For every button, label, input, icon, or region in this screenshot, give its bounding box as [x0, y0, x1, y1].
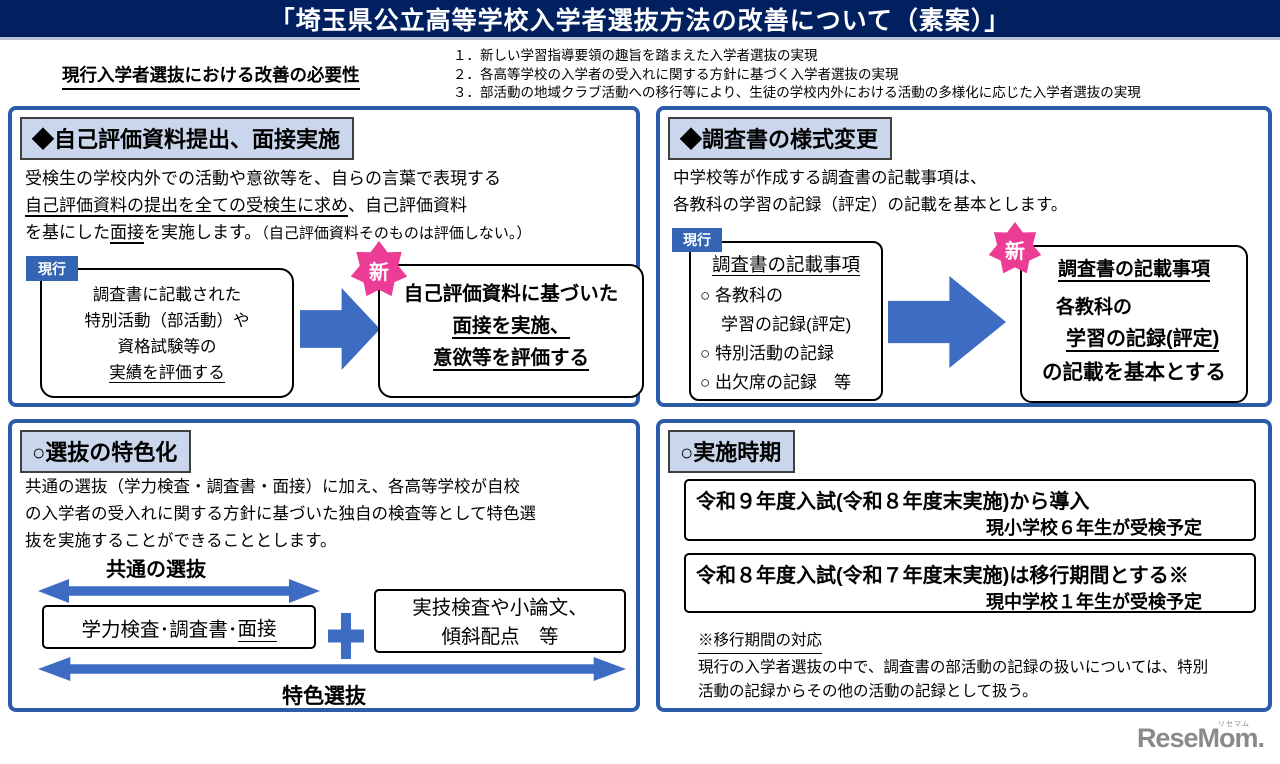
panel-schedule: ○実施時期 令和９年度入試(令和８年度末実施)から導入 現小学校６年生が受検予定… [656, 419, 1272, 712]
intro-heading: 現行入学者選抜における改善の必要性 [62, 62, 360, 90]
resemom-logo: リセマム ReseMom. [1136, 721, 1265, 754]
schedule-box-r8: 令和８年度入試(令和７年度末実施)は移行期間とする※ 現中学校１年生が受検予定 [684, 553, 1256, 613]
intro-point-3: ３．部活動の地域クラブ活動への移行等により、生徒の学校内外における活動の多様化に… [453, 85, 1141, 100]
right-arrow-icon [300, 288, 380, 370]
panel-self-evaluation: ◆自己評価資料提出、面接実施 受検生の学校内外での活動や意欲等を、自らの言葉で表… [8, 106, 644, 407]
panel-report-format: ◆調査書の様式変更 中学校等が作成する調査書の記載事項は、 各教科の学習の記録（… [656, 106, 1272, 407]
logo-text: ReseMom. [1136, 723, 1265, 753]
intro-point-2: ２．各高等学校の入学者の受入れに関する方針に基づく入学者選抜の実現 [453, 66, 899, 82]
current-practice-box: 調査書に記載された 特別活動（部活動）や 資格試験等の 実績を評価する [40, 268, 294, 398]
common-selection-label: 共通の選抜 [106, 559, 206, 581]
intro-point-1: １．新しい学習指導要領の趣旨を踏まえた入学者選抜の実現 [453, 48, 818, 63]
report-format-description: 中学校等が作成する調査書の記載事項は、 各教科の学習の記録（評定）の記載を基本と… [673, 169, 1068, 214]
current-label: 現行 [672, 228, 722, 252]
intro-points: １．新しい学習指導要領の趣旨を踏まえた入学者選抜の実現 ２．各高等学校の入学者の… [453, 47, 1141, 103]
self-evaluation-description: 受検生の学校内外での活動や意欲等を、自らの言葉で表現する 自己評価資料の提出を全… [25, 169, 532, 244]
panel-selection-characteristics: ○選抜の特色化 共通の選抜（学力検査・調査書・面接）に加え、各高等学校が自校 の… [8, 419, 640, 712]
panel-report-format-header: ◆調査書の様式変更 [668, 117, 893, 160]
plus-icon [328, 613, 364, 659]
common-selection-box: 学力検査･調査書･面接 [42, 605, 316, 649]
panel-selection-characteristics-header: ○選抜の特色化 [20, 430, 192, 473]
title-bar: 「埼玉県公立高等学校入学者選抜方法の改善について（素案）」 [0, 0, 1280, 40]
selection-description: 共通の選抜（学力検査・調査書・面接）に加え、各高等学校が自校 の入学者の受入れに… [25, 478, 537, 550]
new-practice-box: 自己評価資料に基づいた 面接を実施、 意欲等を評価する [378, 264, 644, 398]
right-arrow-icon [888, 276, 1006, 368]
logo-kana: リセマム [1218, 721, 1250, 728]
schedule-box-r9: 令和９年度入試(令和８年度末実施)から導入 現小学校６年生が受検予定 [684, 479, 1256, 541]
current-report-title: 調査書の記載事項 [711, 254, 860, 276]
double-arrow-icon [38, 579, 320, 603]
panel-schedule-header: ○実施時期 [668, 430, 796, 473]
current-label: 現行 [26, 256, 78, 281]
new-report-title: 調査書の記載事項 [1057, 259, 1210, 282]
transition-note: ※移行期間の対応 現行の入学者選抜の中で、調査書の部活動の記録の扱いについては、… [698, 629, 1208, 704]
special-selection-label: 特色選抜 [282, 685, 366, 708]
current-report-box: 調査書の記載事項 ○ 各教科の 学習の記録(評定) ○ 特別活動の記録 ○ 出欠… [689, 241, 883, 401]
double-arrow-icon [38, 657, 626, 681]
page-title: 「埼玉県公立高等学校入学者選抜方法の改善について（素案）」 [269, 6, 1011, 35]
new-report-box: 調査書の記載事項 各教科の 学習の記録(評定) の記載を基本とする [1020, 245, 1248, 403]
special-examination-box: 実技検査や小論文、 傾斜配点 等 [374, 589, 626, 653]
panel-self-evaluation-header: ◆自己評価資料提出、面接実施 [20, 117, 355, 160]
